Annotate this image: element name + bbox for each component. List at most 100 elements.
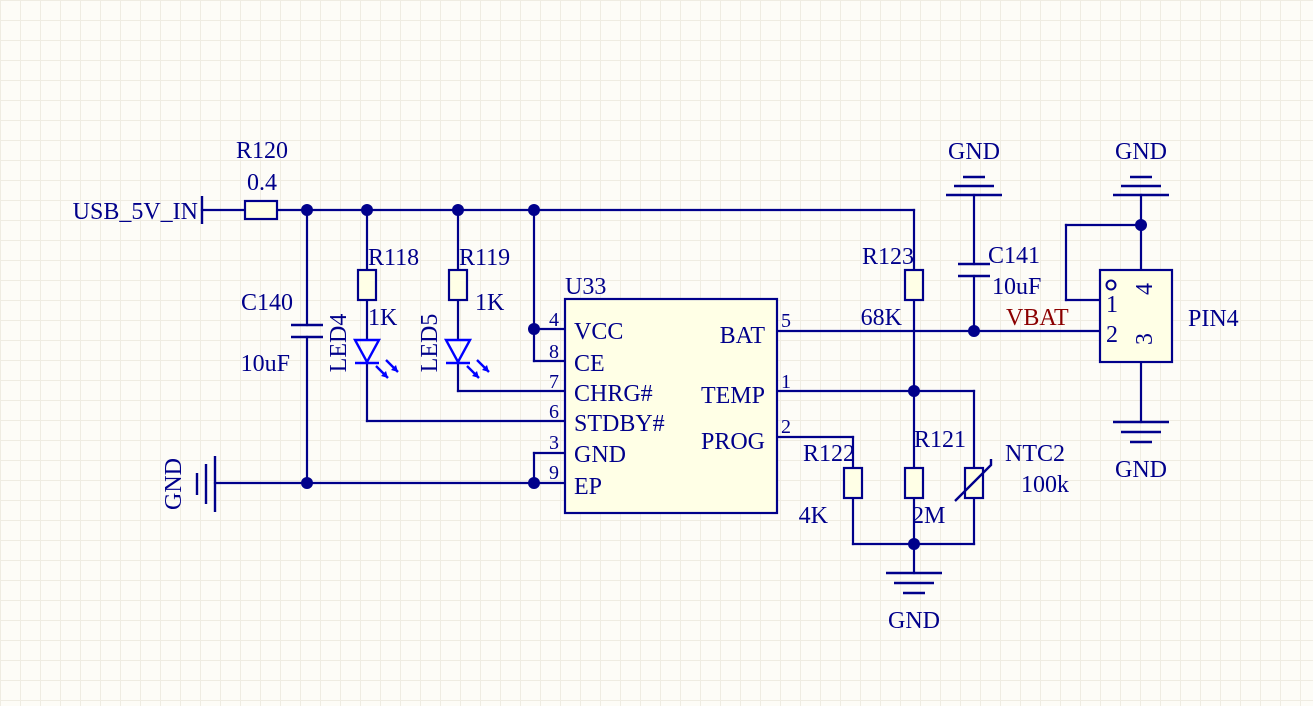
junction-dot (301, 477, 313, 489)
u33-pin-number: 1 (781, 371, 791, 393)
gnd-symbol-pin4-top: GND (1113, 139, 1169, 197)
ntc2-designator: NTC2 (1005, 441, 1065, 467)
u33-pin-number: 4 (549, 309, 559, 331)
u33-pin-name: EP (574, 474, 602, 500)
r123-designator: R123 (862, 244, 914, 270)
r119-body (447, 268, 469, 302)
pin4-marker (1105, 279, 1117, 291)
resistor-r120[interactable]: R120 0.4 (236, 138, 288, 221)
capacitor-c140[interactable]: C140 10uF (241, 290, 323, 377)
u33-pin-number: 9 (549, 462, 559, 484)
wires (200, 193, 1143, 575)
pin4-pin-number: 1 (1106, 292, 1118, 318)
r122-body (842, 466, 864, 500)
gnd-label-left: GND (161, 458, 187, 510)
junction-dot (301, 204, 313, 216)
r121-body (903, 466, 925, 500)
usb-input-port[interactable]: USB_5V_IN (73, 196, 204, 225)
led4-designator: LED4 (326, 314, 352, 373)
r121-value: 2M (912, 503, 945, 529)
junction-dot (908, 385, 920, 397)
thermistor-ntc2[interactable]: NTC2 100k (954, 441, 1069, 502)
r118-body (356, 268, 378, 302)
r120-body (243, 199, 279, 221)
junction-dot (1135, 219, 1147, 231)
pin4-pin-number: 3 (1132, 333, 1158, 345)
ic-u33[interactable]: U33 4 VCC 8 CE 7 CHRG# 6 STDBY# 3 GND 9 … (549, 274, 791, 515)
led4-triangle (352, 338, 382, 365)
c141-designator: C141 (988, 243, 1040, 269)
r121-designator: R121 (914, 427, 966, 453)
junction-dot (528, 323, 540, 335)
resistor-r123[interactable]: R123 68K (861, 244, 925, 331)
r119-value: 1K (475, 290, 505, 316)
resistor-r118[interactable]: R118 1K (356, 245, 419, 331)
led5-triangle (443, 338, 473, 365)
r122-designator: R122 (803, 441, 855, 467)
gnd-label: GND (948, 139, 1000, 165)
u33-designator: U33 (565, 274, 606, 300)
junctions (301, 204, 1147, 550)
c140-value: 10uF (241, 351, 290, 377)
led4-arrow-1 (381, 371, 388, 378)
u33-pin-number: 8 (549, 341, 559, 363)
u33-pin-number: 2 (781, 416, 791, 438)
gnd-symbol-pin4-bottom: GND (1113, 420, 1169, 483)
u33-pin-number: 5 (781, 310, 791, 332)
gnd-label: GND (888, 608, 940, 634)
led-led4[interactable]: LED4 (326, 314, 399, 379)
usb-input-label: USB_5V_IN (73, 199, 198, 225)
u33-pin-number: 6 (549, 401, 559, 423)
gnd-label: GND (1115, 457, 1167, 483)
pin4-pin-number: 4 (1132, 283, 1158, 295)
junction-dot (361, 204, 373, 216)
led5-arrow-2 (482, 365, 489, 372)
junction-dot (452, 204, 464, 216)
u33-pin-number: 7 (549, 371, 559, 393)
c141-value: 10uF (992, 274, 1041, 300)
u33-pin-name: CHRG# (574, 381, 653, 407)
r118-value: 1K (368, 305, 398, 331)
ntc2-value: 100k (1021, 472, 1069, 498)
r120-designator: R120 (236, 138, 288, 164)
gnd-symbol-c141: GND (946, 139, 1002, 197)
r122-value: 4K (799, 503, 829, 529)
capacitor-c141[interactable]: C141 10uF (958, 243, 1041, 300)
resistor-r122[interactable]: R122 4K (799, 441, 864, 529)
u33-pin-name: GND (574, 442, 626, 468)
u33-pin-name: PROG (701, 429, 765, 455)
r118-designator: R118 (368, 245, 419, 271)
junction-dot (968, 325, 980, 337)
u33-pin-name: VCC (574, 319, 623, 345)
gnd-symbol-left: GND (161, 456, 217, 512)
vbat-net-label: VBAT (1006, 305, 1069, 331)
led5-designator: LED5 (417, 314, 443, 373)
junction-dot (528, 204, 540, 216)
u33-pin-name: TEMP (701, 383, 765, 409)
resistor-r119[interactable]: R119 1K (447, 245, 510, 316)
led4-arrow-2 (391, 365, 398, 372)
pin4-designator: PIN4 (1188, 306, 1239, 332)
u33-pin-name: CE (574, 351, 605, 377)
gnd-symbol-bottom: GND (886, 571, 942, 634)
u33-pin-name: BAT (720, 323, 766, 349)
r123-value: 68K (861, 305, 903, 331)
gnd-label: GND (1115, 139, 1167, 165)
connector-pin4[interactable]: 1 2 3 4 PIN4 (1098, 268, 1239, 364)
c140-designator: C140 (241, 290, 293, 316)
ntc2-slash (954, 459, 993, 502)
resistor-r121[interactable]: R121 2M (903, 427, 966, 529)
u33-pin-number: 3 (549, 432, 559, 454)
junction-dot (908, 538, 920, 550)
r123-body (903, 268, 925, 302)
led-led5[interactable]: LED5 (417, 314, 490, 379)
r119-designator: R119 (459, 245, 510, 271)
r120-value: 0.4 (247, 170, 277, 196)
junction-dot (528, 477, 540, 489)
pin4-body (1098, 268, 1174, 364)
led5-arrow-1 (472, 371, 479, 378)
pin4-pin-number: 2 (1106, 322, 1118, 348)
u33-body (563, 297, 779, 515)
u33-pin-name: STDBY# (574, 411, 665, 437)
